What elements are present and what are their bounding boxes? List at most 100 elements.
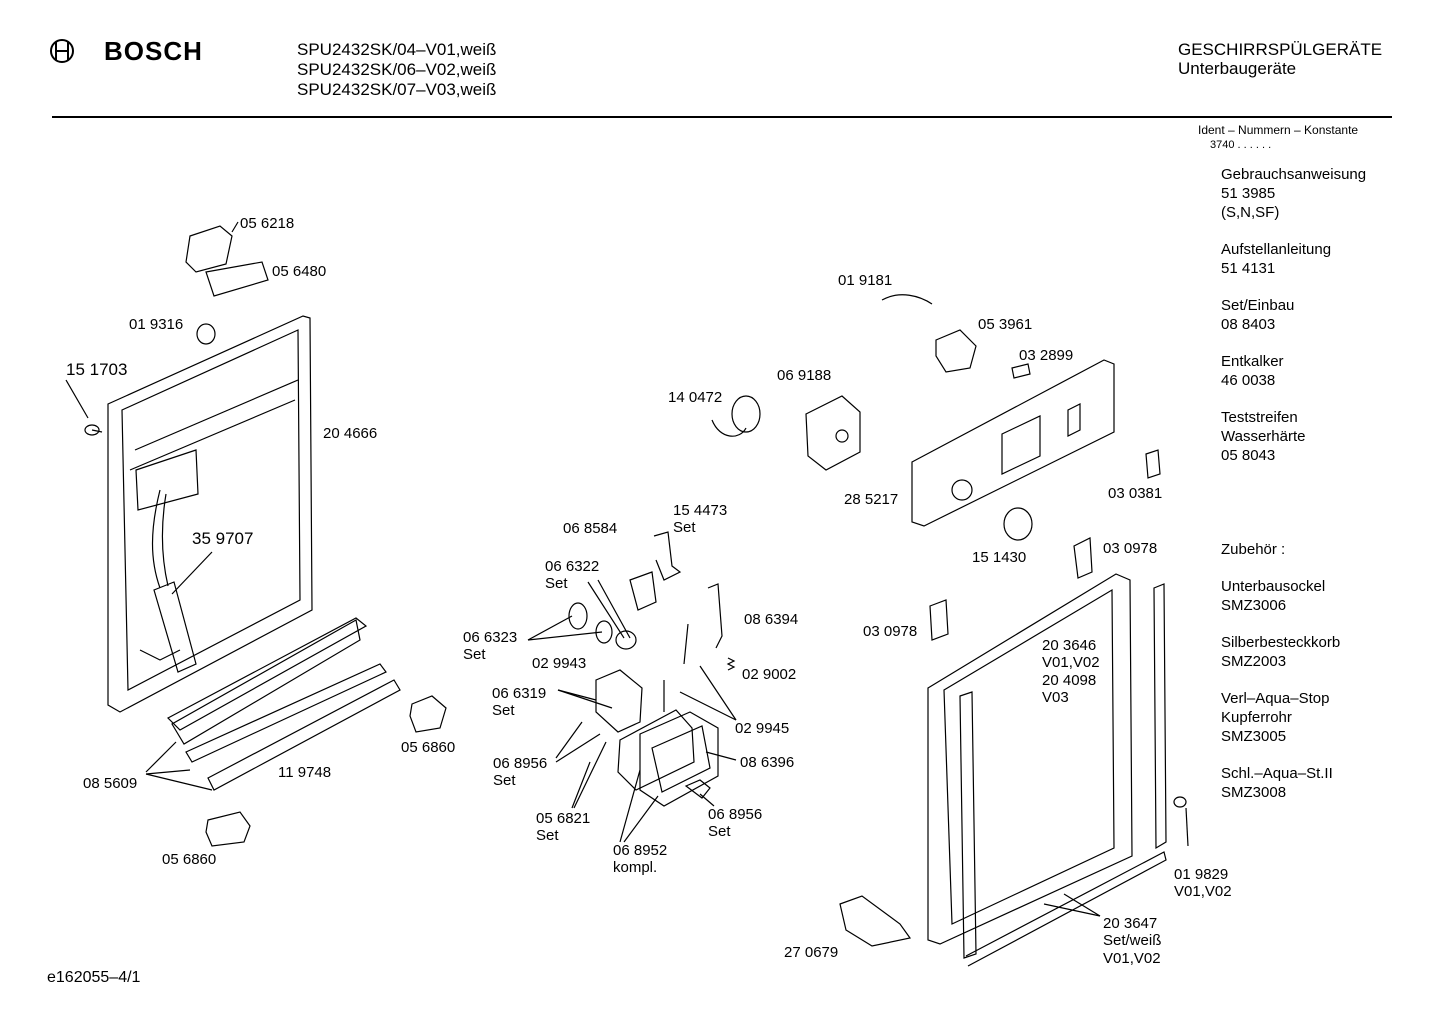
sidebar-item: Entkalker 46 0038 [1221,353,1284,391]
category-line: GESCHIRRSPÜLGERÄTE [1178,40,1383,59]
accessory-item: Silberbesteckkorb SMZ2003 [1221,634,1340,672]
part-label-019316: 01 9316 [129,316,184,333]
sidebar-line: Entkalker [1221,353,1284,370]
aquastop-hose-shape [135,449,199,673]
part-label-029945: 02 9945 [735,720,790,737]
accessory-line: SMZ3005 [1221,727,1287,745]
part-066322-shape [615,630,637,650]
bracket-270679-shape [839,895,912,947]
part-label-056860-upper: 05 6860 [401,739,456,756]
part-030978b-shape [929,599,949,641]
part-086394-shape [707,583,723,649]
knob-151430-shape [1003,507,1033,541]
lock-mechanism-shape [617,680,719,807]
part-068584-shape [629,571,657,611]
accessory-line: Silberbesteckkorb [1221,634,1341,651]
part-label-056860-lower: 05 6860 [162,851,217,868]
drawing-code: e162055–4/1 [47,969,141,986]
part-066323-ring-a [568,602,588,630]
model-line: SPU2432SK/07–V03,weiß [297,80,497,99]
part-030978a-shape [1073,537,1093,579]
sidebar-line: 05 8043 [1221,446,1276,464]
part-label-069188: 06 9188 [777,367,832,384]
ident-value: 3740 . . . . . . [1210,139,1272,151]
part-label-056480: 05 6480 [272,263,327,280]
front-frame-shape [927,573,1167,967]
part-032899-shape [1011,363,1031,379]
brand-logo-text: BOSCH [104,36,203,66]
sidebar-line: Teststreifen [1221,409,1298,426]
model-line: SPU2432SK/06–V02,weiß [297,60,497,79]
part-label-068584: 06 8584 [563,520,618,537]
sidebar-line: Gebrauchsanweisung [1221,166,1367,183]
part-label-140472: 14 0472 [668,389,723,406]
part-019316-shape [196,323,216,345]
part-label-030381: 03 0381 [1108,485,1163,502]
sidebar-line: 51 4131 [1221,259,1276,277]
knob-140472-shape [711,395,761,437]
accessory-line: Verl–Aqua–Stop [1221,690,1330,707]
accessories-title: Zubehör : [1221,541,1286,558]
accessory-item: Verl–Aqua–Stop Kupferrohr SMZ3005 [1221,690,1329,746]
accessory-item: Schl.–Aqua–St.II SMZ3008 [1221,765,1333,803]
part-label-086396: 08 6396 [740,754,795,771]
sidebar-item: Set/Einbau 08 8403 [1221,297,1294,335]
accessory-line: Schl.–Aqua–St.II [1221,765,1333,782]
part-label-032899: 03 2899 [1019,347,1074,364]
part-label-285217: 28 5217 [844,491,899,508]
part-label-119748: 11 9748 [278,764,332,781]
accessory-line: Kupferrohr [1221,708,1292,726]
part-066319-shape [595,669,643,733]
part-068956b-shape [684,779,711,799]
sidebar-line: 51 3985 [1221,184,1276,202]
accessory-item: Unterbausockel SMZ3006 [1221,578,1325,616]
foam-pad-upper [409,695,447,733]
door-inner-panel [107,315,313,713]
category-title: GESCHIRRSPÜLGERÄTE Unterbaugeräte [1178,40,1382,78]
part-030381-shape [1145,449,1161,479]
part-label-204666: 20 4666 [323,425,378,442]
screw-019829-shape [1173,796,1187,808]
cable-019181-shape [881,294,933,305]
part-label-151430: 15 1430 [972,549,1027,566]
control-panel-shape [911,359,1115,527]
accessory-line: SMZ3008 [1221,783,1287,801]
sidebar-item: Gebrauchsanweisung 51 3985 (S,N,SF) [1221,166,1366,222]
bosch-logo-icon [50,39,74,63]
part-label-029943: 02 9943 [532,655,587,672]
accessory-line: SMZ3006 [1221,596,1287,614]
part-label-029002: 02 9002 [742,666,797,683]
spring-029002 [726,657,736,671]
sidebar-line: Set/Einbau [1221,297,1295,314]
door-lock-part [185,221,269,297]
subcategory-line: Unterbaugeräte [1178,59,1297,78]
sidebar-line: 46 0038 [1221,371,1276,389]
part-label-085609: 08 5609 [83,775,138,792]
part-label-151703: 15 1703 [66,360,128,379]
part-label-030978-left: 03 0978 [863,623,918,640]
part-label-359707: 35 9707 [192,529,254,548]
part-label-053961: 05 3961 [978,316,1033,333]
sidebar-item: Teststreifen Wasserhärte 05 8043 [1221,409,1305,465]
part-label-270679: 27 0679 [784,944,839,961]
part-label-019181: 01 9181 [838,272,893,289]
model-line: SPU2432SK/04–V01,weiß [297,40,497,59]
sidebar-line: Wasserhärte [1221,427,1306,445]
sidebar-line: (S,N,SF) [1221,203,1280,221]
part-066323-ring-b [595,620,613,644]
sidebar-item: Aufstellanleitung 51 4131 [1221,241,1331,279]
screw-151703-shape [84,424,103,436]
foam-pad-lower [205,811,251,847]
sidebar-line: 08 8403 [1221,315,1276,333]
part-label-030978-right: 03 0978 [1103,540,1158,557]
accessory-line: Unterbausockel [1221,578,1326,595]
part-154473-shape [653,531,682,581]
